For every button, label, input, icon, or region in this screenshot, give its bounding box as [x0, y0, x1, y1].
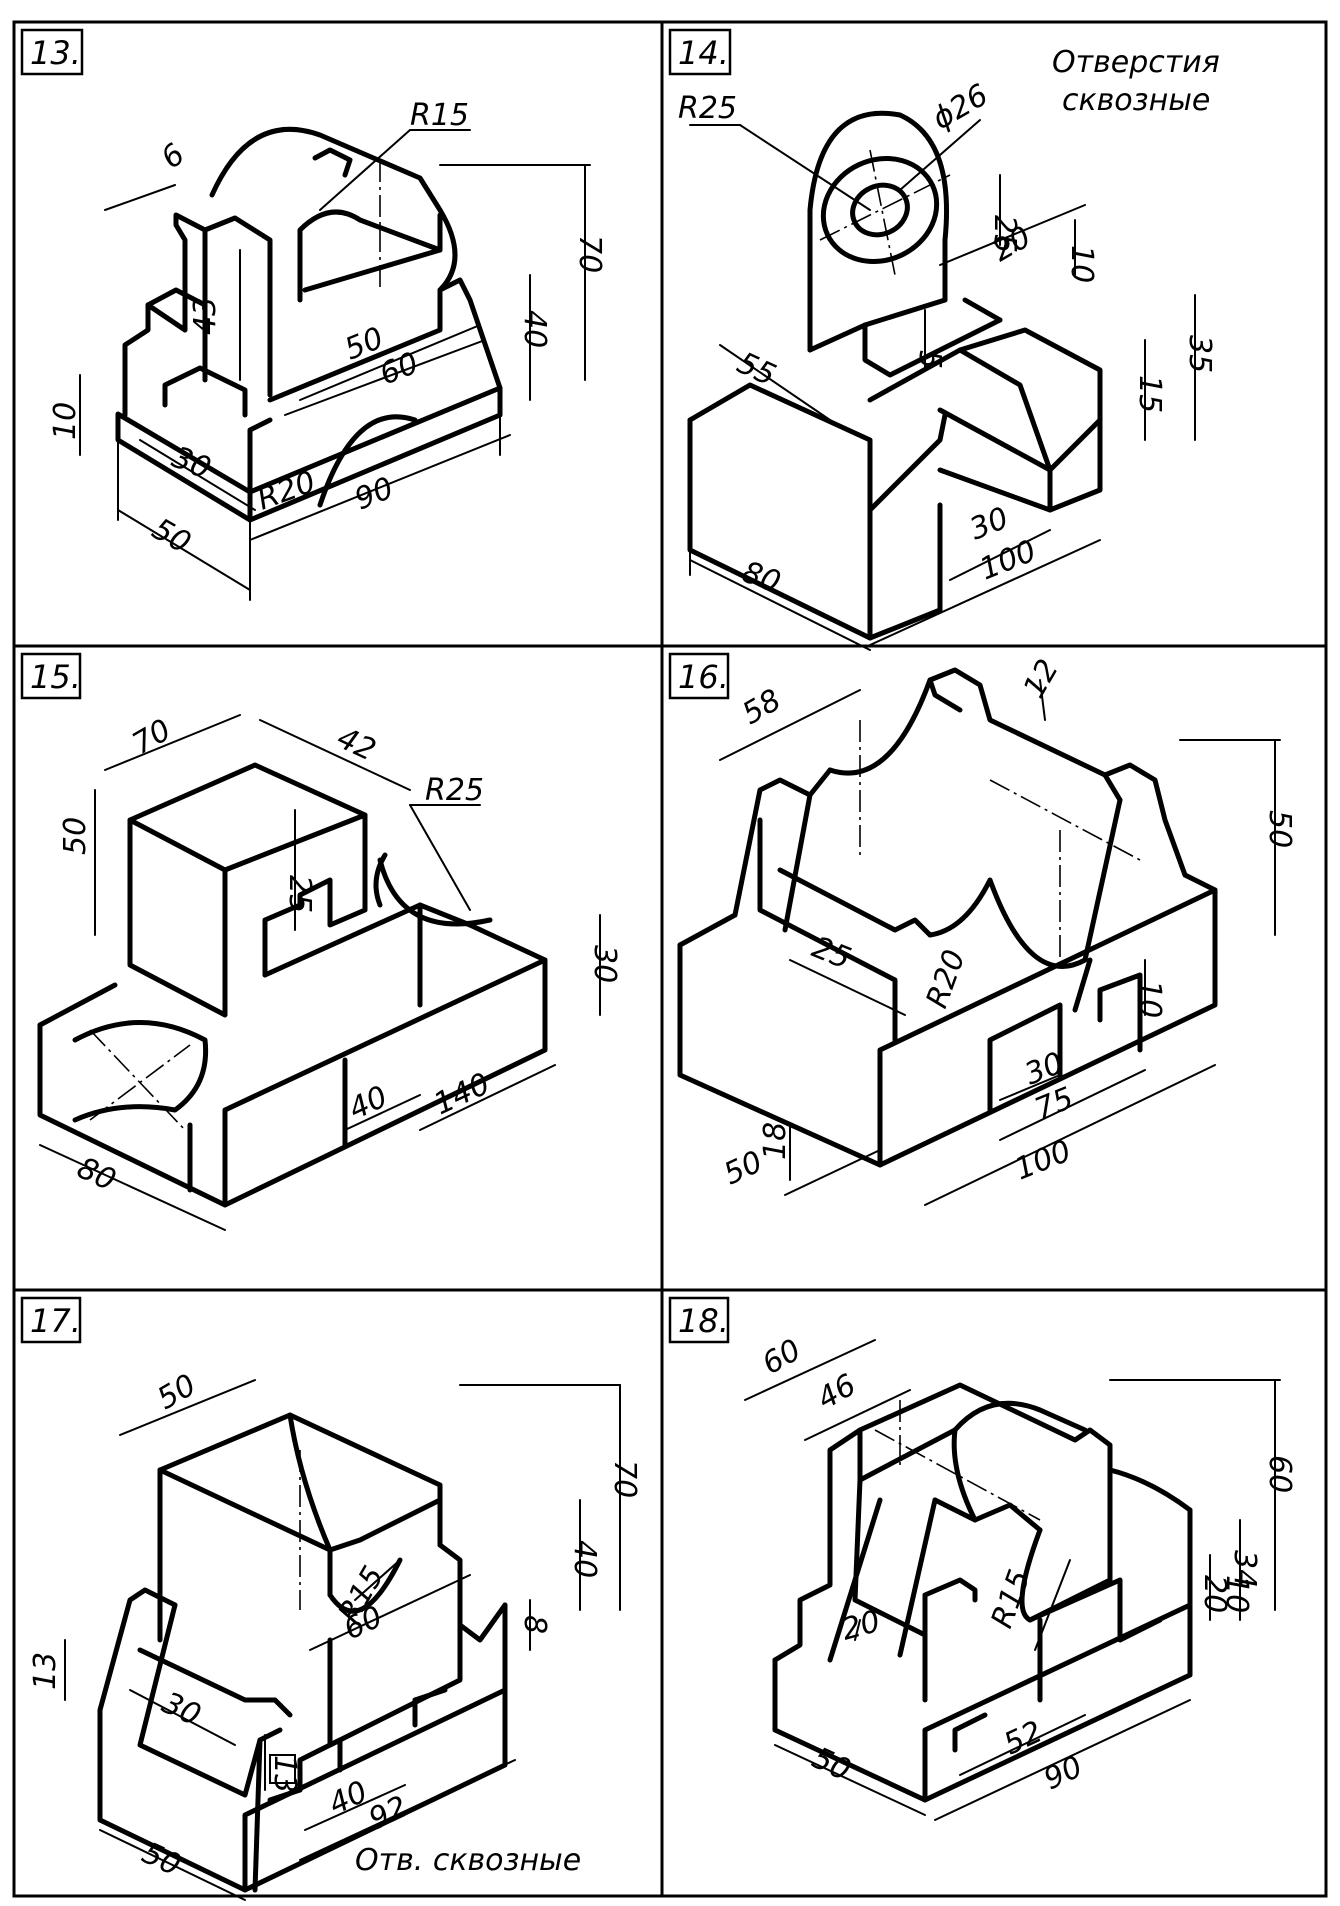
dimension-label: 10: [1219, 1575, 1254, 1613]
dimension-label: 5: [912, 350, 947, 369]
dimension-label: 50: [58, 817, 93, 855]
panel-13: 13.: [20, 28, 607, 601]
dimension-label: 42: [332, 721, 381, 769]
part-outline: [677, 667, 1218, 1168]
dimension-label: 50: [1262, 810, 1297, 848]
dimension-label: 40: [567, 1540, 602, 1578]
dimension-label: R15: [985, 1565, 1038, 1632]
part-outline: [115, 126, 503, 523]
dimension-labels: 50 70 40 R15 8 60 13 30 13 40 92 50: [28, 1368, 642, 1884]
dimension-lines: [744, 1339, 1281, 1821]
dimension-label: 70: [607, 1460, 642, 1498]
dimension-label: 25: [987, 215, 1022, 253]
dimension-label: 40: [324, 1774, 373, 1822]
note-line-2: сквозные: [1062, 83, 1210, 118]
dimension-label: R15: [410, 98, 469, 133]
dimension-label: 40: [517, 310, 552, 348]
note-text: Отв. сквозные: [355, 1843, 581, 1878]
dimension-lines: [64, 1379, 621, 1901]
dimension-label: 13: [28, 1652, 63, 1690]
dimension-label: R20: [920, 945, 973, 1012]
dimension-label: 8: [517, 1615, 552, 1634]
dimension-label: 30: [965, 501, 1014, 548]
part-outline: [772, 1382, 1193, 1803]
panel-15: 15.: [20, 652, 622, 1231]
dimension-label: 52: [999, 1714, 1048, 1762]
panel-16: 16.: [668, 652, 1297, 1206]
dimension-label: 6: [155, 137, 192, 176]
part-outline: [687, 110, 1103, 641]
dimension-label: 46: [812, 1368, 863, 1417]
panel-number: 18.: [678, 1302, 729, 1340]
dimension-labels: 60 46 60 R15 34 20 20 10 50 52 90: [757, 1333, 1298, 1798]
dimension-lines: [719, 679, 1281, 1206]
dimension-label: 90: [1039, 1749, 1088, 1797]
dimension-label: 10: [48, 402, 83, 440]
dimension-label: R25: [425, 773, 484, 808]
dimension-label: 15: [1132, 375, 1167, 413]
dimension-label: 10: [1064, 245, 1099, 283]
dimension-label: 12: [1017, 653, 1066, 704]
part-outline: [97, 1412, 508, 1893]
panel-number: 17.: [30, 1302, 81, 1340]
sheet-frame: [12, 20, 1328, 1898]
dimension-label: 60: [1262, 1455, 1297, 1493]
dimension-label: 13: [267, 1755, 302, 1793]
dimension-labels: R25 ϕ26 25 20 10 55 5 35 15 80 30 100: [678, 78, 1217, 601]
dimension-label: 43: [188, 297, 223, 335]
dimension-label: 34: [1227, 1550, 1262, 1588]
dimension-label: R25: [678, 91, 737, 126]
dimension-label: 58: [737, 683, 788, 732]
dimension-lines: [39, 714, 601, 1231]
dimension-label: 70: [127, 713, 178, 762]
panel-18: 18.: [668, 1296, 1298, 1821]
dimension-label: 40: [344, 1079, 393, 1127]
dimension-label: 140: [429, 1066, 496, 1122]
dimension-label: ϕ26: [927, 78, 995, 137]
part-outline: [37, 762, 548, 1208]
dimension-label: 25: [282, 875, 317, 913]
dimension-lines: [79, 129, 591, 601]
panel-number: 14.: [678, 34, 729, 72]
dimension-labels: 6 R15 43 70 40 50 60 10 30 R20 90 50: [48, 98, 607, 561]
panel-number: 15.: [30, 658, 81, 696]
dimension-label: R20: [253, 464, 320, 517]
panel-number: 13.: [30, 34, 81, 72]
panel-17: 17. Отв. сквозные: [20, 1296, 642, 1901]
dimension-label: 70: [572, 235, 607, 273]
dimension-label: 10: [1132, 980, 1167, 1018]
dimension-label: 100: [1010, 1134, 1076, 1188]
dimension-label: 55: [732, 346, 781, 394]
dimension-label: 30: [587, 945, 622, 983]
dimension-label: 18: [758, 1122, 793, 1160]
dimension-label: 80: [72, 1151, 121, 1199]
panel-number: 16.: [678, 658, 729, 696]
note-line-1: Отверстия: [1052, 45, 1220, 80]
panel-14: 14. Отверстия сквозные: [668, 28, 1220, 651]
dimension-label: 35: [1182, 335, 1217, 373]
dimension-label: 20: [1197, 1575, 1232, 1613]
dimension-label: 50: [152, 1368, 203, 1417]
dimension-lines: [689, 119, 1196, 651]
